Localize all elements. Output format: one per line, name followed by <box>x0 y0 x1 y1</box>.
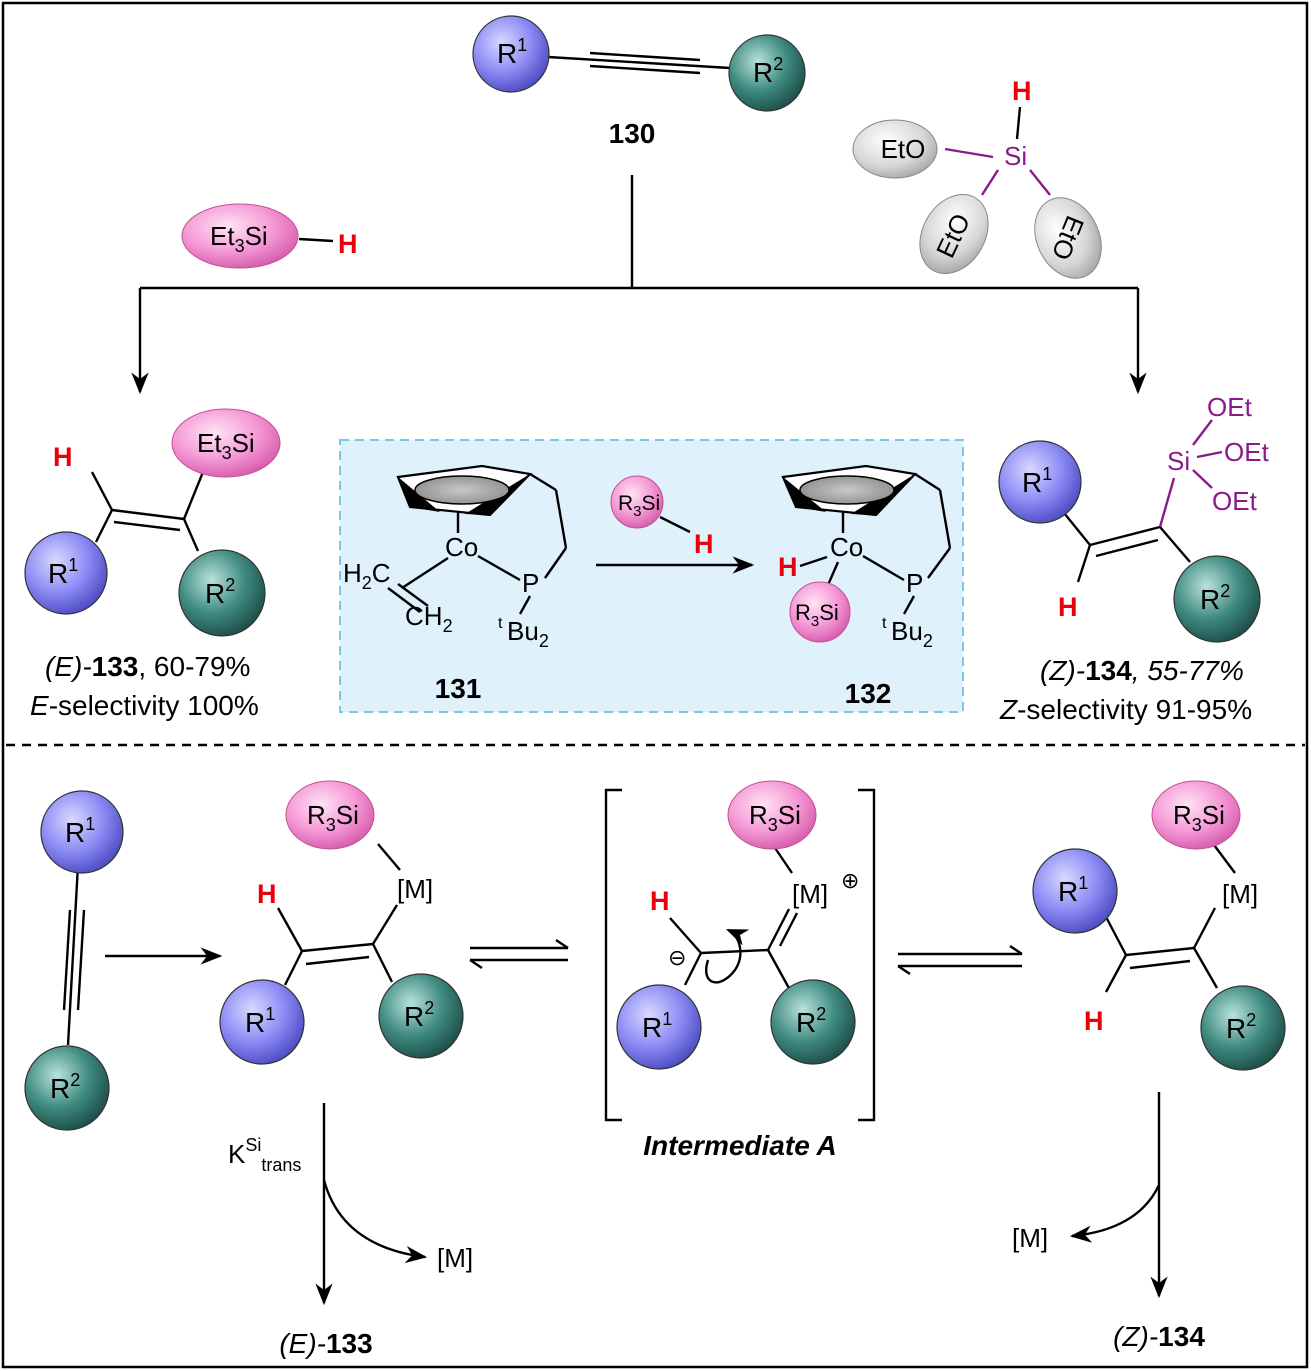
svg-text:Et3Si: Et3Si <box>210 221 268 256</box>
svg-text:Bu2: Bu2 <box>507 616 549 651</box>
complex-132: Co P t Bu2 H R3Si 132 <box>778 464 952 709</box>
svg-text:R1: R1 <box>65 814 95 848</box>
svg-text:⊕: ⊕ <box>841 868 859 893</box>
r3sih-reagent: R3Si H <box>596 475 755 574</box>
svg-text:Co: Co <box>830 532 863 562</box>
svg-text:Bu2: Bu2 <box>891 616 933 651</box>
svg-text:R2: R2 <box>50 1070 80 1104</box>
intermediate-a-label: Intermediate A <box>643 1130 836 1161</box>
svg-text:(Z)-134: (Z)-134 <box>1113 1321 1205 1352</box>
svg-text:OEt: OEt <box>1224 437 1270 467</box>
svg-text:R2: R2 <box>1226 1010 1256 1044</box>
svg-text:H: H <box>1058 592 1078 622</box>
svg-text:132: 132 <box>845 678 892 709</box>
svg-text:R2: R2 <box>205 575 235 609</box>
equilibrium-arrows-1 <box>469 939 569 969</box>
z-134-yield: (Z)-134, 55-77% <box>1040 655 1244 686</box>
svg-text:t: t <box>882 615 887 632</box>
r1-ball <box>472 15 550 93</box>
branch-arrows <box>131 175 1147 395</box>
elimination-z: [M] (Z)-134 <box>1012 1092 1205 1352</box>
svg-text:R1: R1 <box>245 1004 275 1038</box>
z-selectivity: Z-selectivity 91-95% <box>999 694 1252 725</box>
svg-text:[M]: [M] <box>397 874 433 904</box>
svg-text:t: t <box>498 615 503 632</box>
svg-text:OEt: OEt <box>1212 486 1258 516</box>
mech-z-vinyl-metal: H [M] R3Si R1 R2 <box>1032 780 1286 1071</box>
svg-text:H: H <box>778 552 798 582</box>
svg-text:R1: R1 <box>497 35 527 69</box>
product-e-133: H Et3Si R1 R2 (E)-133, 60-79% E-selectiv… <box>24 408 281 721</box>
alkyne-130: R1 R2 130 <box>472 15 806 149</box>
triethylsilane: Et3Si H <box>181 203 358 269</box>
product-z-134: H R1 R2 Si OEt OEt OEt (Z)-134, 55-77% Z… <box>998 392 1270 725</box>
svg-text:131: 131 <box>435 673 482 704</box>
svg-text:Et3Si: Et3Si <box>197 428 255 463</box>
svg-text:KSitrans: KSitrans <box>228 1135 301 1175</box>
svg-text:CH2: CH2 <box>405 601 453 636</box>
svg-text:R2: R2 <box>404 998 434 1032</box>
intermediate-a: [M] ⊕ H ⊖ R3Si R1 R2 Intermediate A <box>604 780 876 1161</box>
svg-text:R2: R2 <box>1200 581 1230 615</box>
svg-text:OEt: OEt <box>1207 392 1253 422</box>
svg-text:Si: Si <box>1167 446 1190 476</box>
svg-text:R1: R1 <box>48 555 78 589</box>
svg-text:[M]: [M] <box>792 879 828 909</box>
svg-text:H: H <box>1012 76 1032 106</box>
compound-130-label: 130 <box>609 118 656 149</box>
svg-text:H: H <box>257 879 277 909</box>
svg-text:R3Si: R3Si <box>1173 800 1225 835</box>
svg-text:[M]: [M] <box>1012 1223 1048 1253</box>
mech-e-vinyl-metal: H [M] R3Si R1 R2 <box>219 780 464 1065</box>
svg-text:R3Si: R3Si <box>795 600 839 630</box>
svg-text:R3Si: R3Si <box>749 800 801 835</box>
svg-text:R1: R1 <box>1022 464 1052 498</box>
svg-text:R3Si: R3Si <box>307 800 359 835</box>
triethoxysilane: EtO Si H EtO EtO <box>852 76 1102 279</box>
catalyst-131: Co P t Bu2 H2C CH2 131 <box>343 464 568 704</box>
svg-text:R2: R2 <box>753 54 783 88</box>
svg-text:(E)-133: (E)-133 <box>279 1328 372 1359</box>
svg-text:H: H <box>694 529 714 559</box>
r2-ball <box>728 34 806 112</box>
svg-text:EtO: EtO <box>881 134 926 164</box>
svg-text:H2C: H2C <box>343 558 391 593</box>
svg-text:Si: Si <box>1004 141 1027 171</box>
rotation-arrow <box>705 928 750 984</box>
svg-text:H: H <box>338 229 358 259</box>
svg-text:⊖: ⊖ <box>668 945 686 970</box>
svg-text:H: H <box>1084 1006 1104 1036</box>
elimination-e: [M] KSitrans (E)-133 <box>228 1103 473 1359</box>
svg-text:H: H <box>650 886 670 916</box>
svg-text:Co: Co <box>445 532 478 562</box>
svg-text:R1: R1 <box>1058 873 1088 907</box>
svg-text:H: H <box>53 442 73 472</box>
e-selectivity: E-selectivity 100% <box>30 690 259 721</box>
svg-text:R2: R2 <box>796 1004 826 1038</box>
svg-text:P: P <box>906 568 923 598</box>
equilibrium-arrows-2 <box>897 945 1023 975</box>
svg-text:[M]: [M] <box>437 1243 473 1273</box>
svg-text:P: P <box>522 568 539 598</box>
mech-alkyne: R1 R2 <box>24 790 124 1131</box>
e-133-yield: (E)-133, 60-79% <box>45 651 250 682</box>
svg-text:R3Si: R3Si <box>618 492 660 520</box>
svg-text:[M]: [M] <box>1222 879 1258 909</box>
svg-text:R1: R1 <box>642 1009 672 1043</box>
